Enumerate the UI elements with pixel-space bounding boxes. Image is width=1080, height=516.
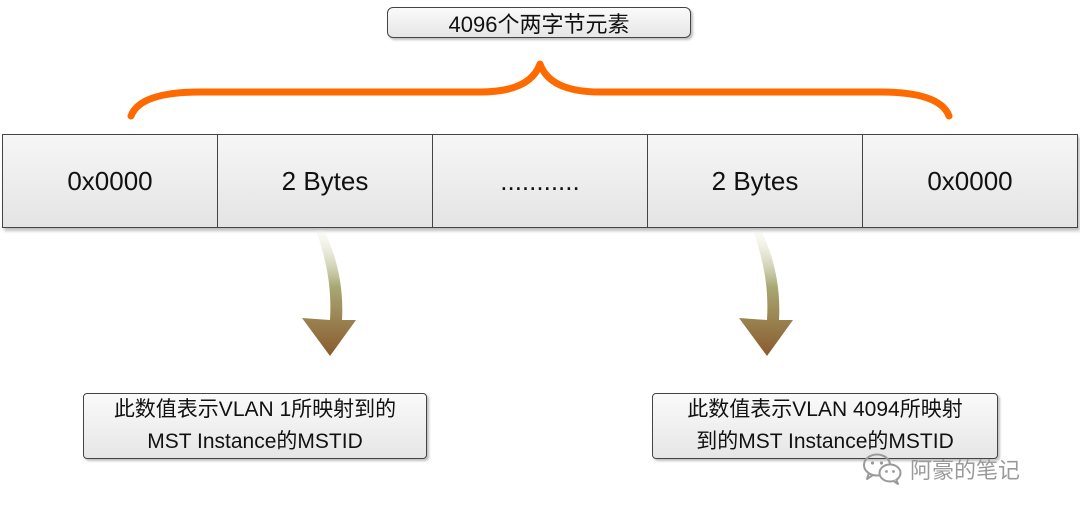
- note-line: 到的MST Instance的MSTID: [696, 430, 954, 453]
- cell-label: ...........: [500, 165, 580, 196]
- watermark: 阿豪的笔记: [862, 452, 1020, 486]
- down-arrow-left-icon: [302, 230, 356, 356]
- wechat-icon: [863, 453, 902, 485]
- note-line: 此数值表示VLAN 4094所映射: [687, 398, 963, 421]
- note-line: 此数值表示VLAN 1所映射到的: [113, 398, 397, 421]
- array-cell-first: 0x0000: [3, 135, 218, 227]
- array-cell-last: 0x0000: [863, 135, 1077, 227]
- array-cell-vlan1: 2 Bytes: [218, 135, 433, 227]
- cell-label: 2 Bytes: [711, 165, 799, 196]
- cell-label: 0x0000: [927, 165, 1013, 196]
- down-arrow-right-icon: [739, 230, 793, 356]
- element-array: 0x0000 2 Bytes ........... 2 Bytes 0x000…: [2, 134, 1078, 228]
- note-vlan4094: 此数值表示VLAN 4094所映射 到的MST Instance的MSTID: [652, 393, 998, 459]
- note-vlan1: 此数值表示VLAN 1所映射到的 MST Instance的MSTID: [83, 393, 427, 459]
- array-cell-vlan4094: 2 Bytes: [648, 135, 863, 227]
- cell-label: 2 Bytes: [281, 165, 369, 196]
- curly-brace: [127, 60, 953, 120]
- cell-label: 0x0000: [67, 165, 153, 196]
- note-line: MST Instance的MSTID: [147, 430, 363, 453]
- array-cell-ellipsis: ...........: [433, 135, 648, 227]
- title-text: 4096个两字节元素: [448, 11, 630, 37]
- title-label: 4096个两字节元素: [387, 7, 691, 38]
- watermark-text: 阿豪的笔记: [910, 458, 1021, 483]
